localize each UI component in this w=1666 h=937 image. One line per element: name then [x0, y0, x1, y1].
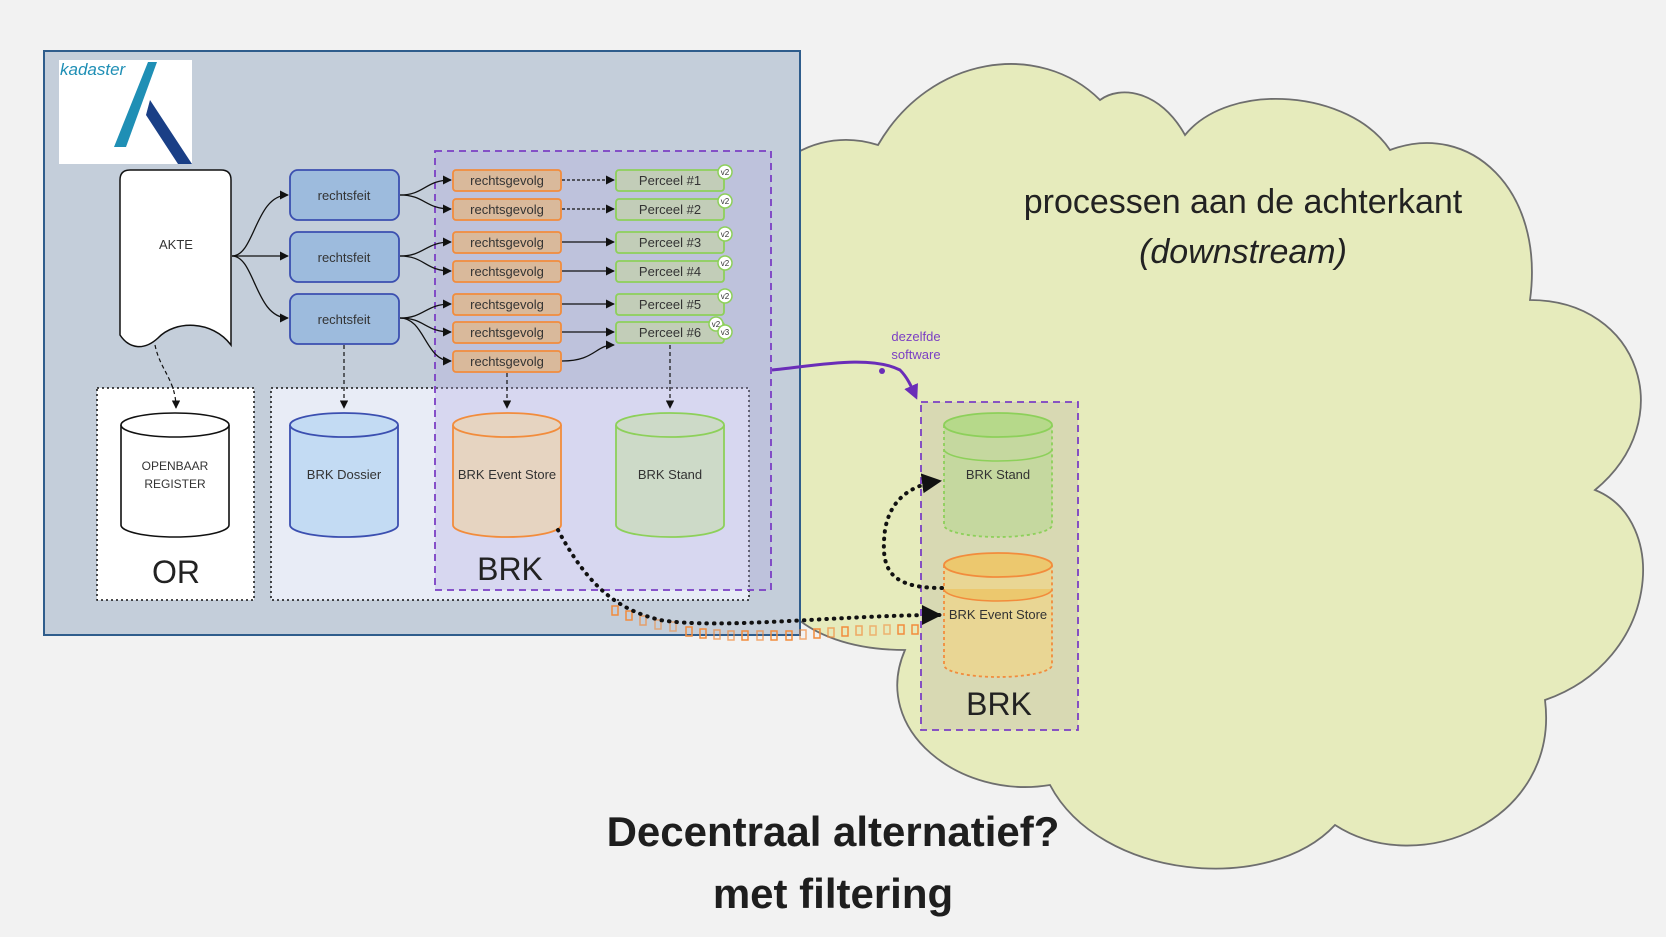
perceel-label-4: Perceel #4 — [639, 264, 701, 279]
downstream-brk-event-store-cylinder: BRK Event Store — [943, 552, 1053, 678]
perceel-node-5 — [615, 293, 725, 316]
brk-stand-cylinder: BRK Stand — [615, 412, 725, 538]
rechtsgevolg-label-1: rechtsgevolg — [470, 173, 544, 188]
rechtsgevolg-label-7: rechtsgevolg — [470, 354, 544, 369]
rechtsgevolg-node-4 — [452, 260, 562, 283]
brk-group-label: BRK — [477, 551, 543, 587]
kadaster-logo-text: kadaster — [60, 60, 127, 79]
openbaar-register-line2: REGISTER — [144, 477, 206, 491]
brk-stand-label: BRK Stand — [638, 467, 702, 482]
connectors-to-stores — [154, 344, 675, 409]
heading-line-1: Decentraal alternatief? — [606, 808, 1060, 855]
rechtsfeit-node-2 — [289, 231, 400, 283]
brk-event-store-label: BRK Event Store — [458, 467, 556, 482]
version-badge-label-6a: v2 — [712, 320, 721, 329]
perceel-label-1: Perceel #1 — [639, 173, 701, 188]
version-badge-label-2: v2 — [721, 197, 730, 206]
rechtsfeit-label-1: rechtsfeit — [318, 188, 371, 203]
openbaar-register-cylinder: OPENBAAR REGISTER — [120, 412, 230, 538]
rechtsfeit-label-2: rechtsfeit — [318, 250, 371, 265]
version-badge-1 — [717, 164, 733, 180]
rechtsgevolg-label-3: rechtsgevolg — [470, 235, 544, 250]
rechtsfeit-node-1 — [289, 169, 400, 221]
same-software-note-2: software — [891, 347, 940, 362]
downstream-brk-stand-cylinder: BRK Stand — [943, 412, 1053, 538]
brk-dossier-cylinder: BRK Dossier — [289, 412, 399, 538]
version-badges: v2 v2 v2 v2 v2 v2 v3 — [708, 164, 733, 340]
version-badge-label-4: v2 — [721, 259, 730, 268]
cloud-title: processen aan de achterkant — [1024, 183, 1463, 221]
perceel-nodes: Perceel #1 Perceel #2 Perceel #3 Perceel… — [615, 169, 725, 344]
version-badge-label-5: v2 — [721, 292, 730, 301]
version-badge-2 — [717, 193, 733, 209]
event-stream — [611, 605, 919, 641]
rechtsfeit-node-3 — [289, 293, 400, 345]
brk-event-store-cylinder: BRK Event Store — [452, 412, 562, 538]
rechtsgevolg-node-5 — [452, 293, 562, 316]
event-replication-arrow — [556, 528, 942, 626]
rechtsfeit-nodes: rechtsfeit rechtsfeit rechtsfeit — [289, 169, 400, 345]
rechtsgevolg-node-3 — [452, 231, 562, 254]
akte-label: AKTE — [159, 237, 193, 252]
version-badge-5 — [717, 288, 733, 304]
perceel-node-2 — [615, 198, 725, 221]
rechtsgevolg-label-5: rechtsgevolg — [470, 297, 544, 312]
version-badge-6b — [717, 324, 733, 340]
downstream-brk-group-label: BRK — [966, 686, 1032, 722]
perceel-node-4 — [615, 260, 725, 283]
rechtsgevolg-node-6 — [452, 321, 562, 344]
perceel-label-6: Perceel #6 — [639, 325, 701, 340]
rechtsgevolg-node-2 — [452, 198, 562, 221]
or-group-label: OR — [152, 554, 200, 590]
rechtsgevolg-node-1 — [452, 169, 562, 192]
projection-arrow — [881, 473, 944, 590]
connectors-akte-rechtsfeit — [231, 190, 289, 323]
version-badge-label-3: v2 — [721, 230, 730, 239]
rechtsgevolg-label-6: rechtsgevolg — [470, 325, 544, 340]
same-software-note-1: dezelfde — [891, 329, 940, 344]
same-software-arrow-dot — [879, 368, 885, 374]
rechtsgevolg-nodes: rechtsgevolg rechtsgevolg rechtsgevolg r… — [452, 169, 562, 373]
downstream-brk-event-store-label: BRK Event Store — [949, 607, 1047, 622]
version-badge-label-6b: v3 — [721, 328, 730, 337]
rechtsgevolg-label-4: rechtsgevolg — [470, 264, 544, 279]
akte-document: AKTE — [119, 169, 232, 348]
perceel-label-3: Perceel #3 — [639, 235, 701, 250]
cloud-subtitle: (downstream) — [1139, 233, 1347, 271]
rechtsgevolg-node-7 — [452, 350, 562, 373]
perceel-node-1 — [615, 169, 725, 192]
perceel-label-5: Perceel #5 — [639, 297, 701, 312]
connectors-rechtsgevolg-perceel — [561, 175, 615, 362]
rechtsgevolg-label-2: rechtsgevolg — [470, 202, 544, 217]
perceel-label-2: Perceel #2 — [639, 202, 701, 217]
perceel-node-3 — [615, 231, 725, 254]
downstream-brk-stand-label: BRK Stand — [966, 467, 1030, 482]
openbaar-register-line1: OPENBAAR — [142, 459, 209, 473]
heading-line-2: met filtering — [712, 870, 954, 917]
kadaster-logo: kadaster — [59, 60, 192, 164]
version-badge-3 — [717, 226, 733, 242]
version-badge-label-1: v2 — [721, 168, 730, 177]
same-software-arrow — [771, 360, 918, 400]
brk-dossier-label: BRK Dossier — [307, 467, 382, 482]
connectors-rechtsfeit-rechtsgevolg — [399, 175, 452, 366]
rechtsfeit-label-3: rechtsfeit — [318, 312, 371, 327]
version-badge-4 — [717, 255, 733, 271]
